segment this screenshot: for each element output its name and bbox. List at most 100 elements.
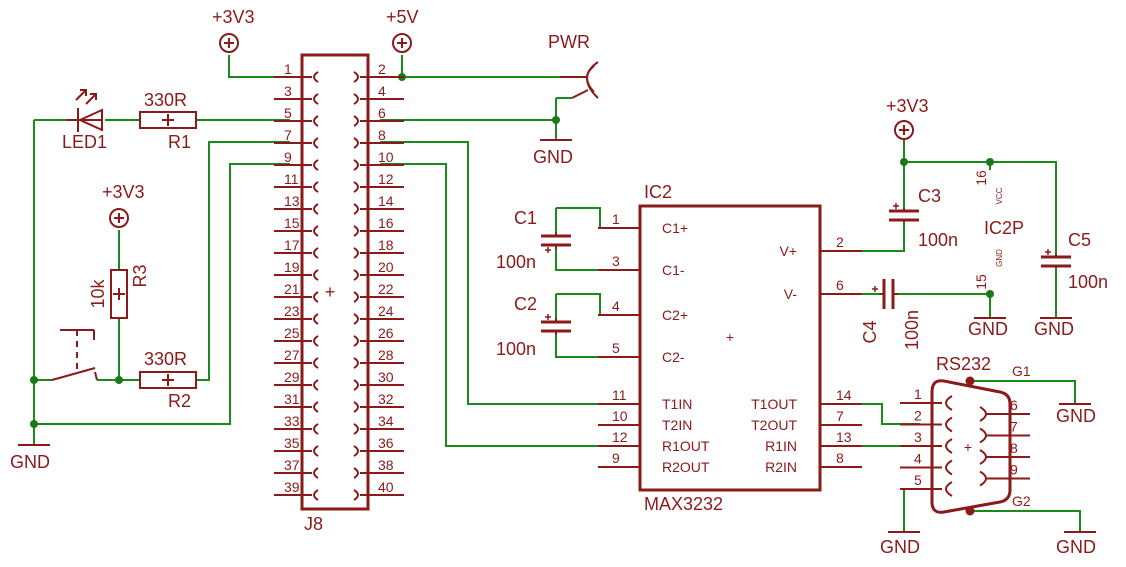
j8-pin-5: 5 <box>284 105 292 121</box>
j8-pin-33: 33 <box>284 413 300 429</box>
label-gnd-rs2: GND <box>1056 537 1096 557</box>
j8-pin-32: 32 <box>378 391 394 407</box>
label-c4-value: 100n <box>902 310 922 350</box>
ic2-pin-8-number: 8 <box>836 450 844 466</box>
label-g2: G2 <box>1012 493 1031 509</box>
label-r2-value: 330R <box>144 349 187 369</box>
j8-pin-36: 36 <box>378 435 394 451</box>
ic2-pin-3-name: C1- <box>662 262 685 278</box>
j8-pin-23: 23 <box>284 303 300 319</box>
label-c3-value: 100n <box>918 230 958 250</box>
label-led1: LED1 <box>62 132 107 152</box>
j8-pin-16: 16 <box>378 215 394 231</box>
ic2-pin-14-number: 14 <box>836 387 852 403</box>
j8-pin-6: 6 <box>378 105 386 121</box>
j8-pin-8: 8 <box>378 127 386 143</box>
resistor-r3 <box>110 269 128 319</box>
pwr-jack <box>560 61 599 99</box>
ic2-pin-10-name: T2IN <box>662 417 692 433</box>
label-3v3-c: +3V3 <box>886 96 929 116</box>
j8-pin-35: 35 <box>284 435 300 451</box>
label-r2: R2 <box>168 391 191 411</box>
rs232-pins <box>900 395 1030 497</box>
ic2-pin-12-name: R1OUT <box>662 438 710 454</box>
j8-pin-29: 29 <box>284 369 300 385</box>
supply-symbols <box>18 33 1096 533</box>
rs232-pin-3: 3 <box>914 429 922 445</box>
label-gnd-left: GND <box>10 452 50 472</box>
rs232-pin-4: 4 <box>914 451 922 467</box>
labels: +3V3 +5V PWR GND LED1 330R R1 +3V3 10k R… <box>10 7 1108 557</box>
j8-pin-18: 18 <box>378 237 394 253</box>
ic2-pin-1-number: 1 <box>612 211 620 227</box>
ic2-pin-14-name: T1OUT <box>751 396 797 412</box>
push-switch <box>51 329 98 381</box>
label-vcc: VCC <box>995 187 1004 204</box>
label-3v3-b: +3V3 <box>102 182 145 202</box>
j8-pin-3: 3 <box>284 83 292 99</box>
label-gnd-rs1: GND <box>1056 406 1096 426</box>
j8-pin-7: 7 <box>284 127 292 143</box>
ic2-pin-2-name: V+ <box>779 243 797 259</box>
label-r1-value: 330R <box>144 90 187 110</box>
j8-pin-2: 2 <box>378 61 386 77</box>
ic2-origin-mark: + <box>726 329 734 345</box>
rs232-pin-5: 5 <box>914 472 922 488</box>
j8-pin-31: 31 <box>284 391 300 407</box>
label-c5: C5 <box>1068 230 1091 250</box>
j8-pin-14: 14 <box>378 193 394 209</box>
j8-pin-39: 39 <box>284 479 300 495</box>
j8-pin-10: 10 <box>378 149 394 165</box>
j8-pin-9: 9 <box>284 149 292 165</box>
ic2-pin-7-name: T2OUT <box>751 417 797 433</box>
label-gnd-pwr: GND <box>533 147 573 167</box>
j8-pin-1: 1 <box>284 61 292 77</box>
j8-pin-26: 26 <box>378 325 394 341</box>
rs232-pin-2: 2 <box>914 408 922 424</box>
j8-pin-28: 28 <box>378 347 394 363</box>
ic2-pin-2-number: 2 <box>836 234 844 250</box>
j8-pin-40: 40 <box>378 479 394 495</box>
resistor-r1 <box>139 111 197 129</box>
ic2-pin-6-name: V- <box>784 286 798 302</box>
ic2-pin-4-number: 4 <box>612 298 620 314</box>
j8-pin-37: 37 <box>284 457 300 473</box>
j8-pin-27: 27 <box>284 347 300 363</box>
j8-pin-30: 30 <box>378 369 394 385</box>
j8-origin-mark: + <box>325 282 336 302</box>
label-c1-value: 100n <box>496 252 536 272</box>
j8-pin-13: 13 <box>284 193 300 209</box>
label-3v3-a: +3V3 <box>212 7 255 27</box>
j8-pin-19: 19 <box>284 259 300 275</box>
label-r3-value: 10k <box>88 278 108 308</box>
ic2-pin-13-name: R1IN <box>765 438 797 454</box>
ic2-pin-11-number: 11 <box>612 387 627 403</box>
label-ic2p: IC2P <box>984 218 1024 238</box>
label-max3232: MAX3232 <box>644 494 723 514</box>
ic2-pin-1-name: C1+ <box>662 220 688 236</box>
label-j8: J8 <box>304 514 323 534</box>
ic2-pin-8-name: R2IN <box>765 459 797 475</box>
label-gnd-c5: GND <box>1034 319 1074 339</box>
ic2-pin-11-name: T1IN <box>662 396 692 412</box>
label-5v: +5V <box>386 7 419 27</box>
rs232-pin-7: 7 <box>1010 419 1018 435</box>
label-gnd-rs5: GND <box>880 537 920 557</box>
label-rs232: RS232 <box>936 354 991 374</box>
j8-pin-34: 34 <box>378 413 394 429</box>
j8-pin-4: 4 <box>378 83 386 99</box>
led1 <box>66 89 103 132</box>
rs232-pin-8: 8 <box>1010 440 1018 456</box>
ic2-pin-5-number: 5 <box>612 340 620 356</box>
rs232-pin-6: 6 <box>1010 397 1018 413</box>
j8-pin-24: 24 <box>378 303 394 319</box>
j8-pin-17: 17 <box>284 237 300 253</box>
ic2-pin-9-number: 9 <box>612 450 620 466</box>
label-gnd-c4: GND <box>968 319 1008 339</box>
j8-pin-15: 15 <box>284 215 300 231</box>
j8-header: 1357911131517192123252729313335373924681… <box>274 53 404 511</box>
junctions <box>30 73 994 428</box>
label-g1: G1 <box>1012 363 1031 379</box>
j8-pin-11: 11 <box>284 171 299 187</box>
